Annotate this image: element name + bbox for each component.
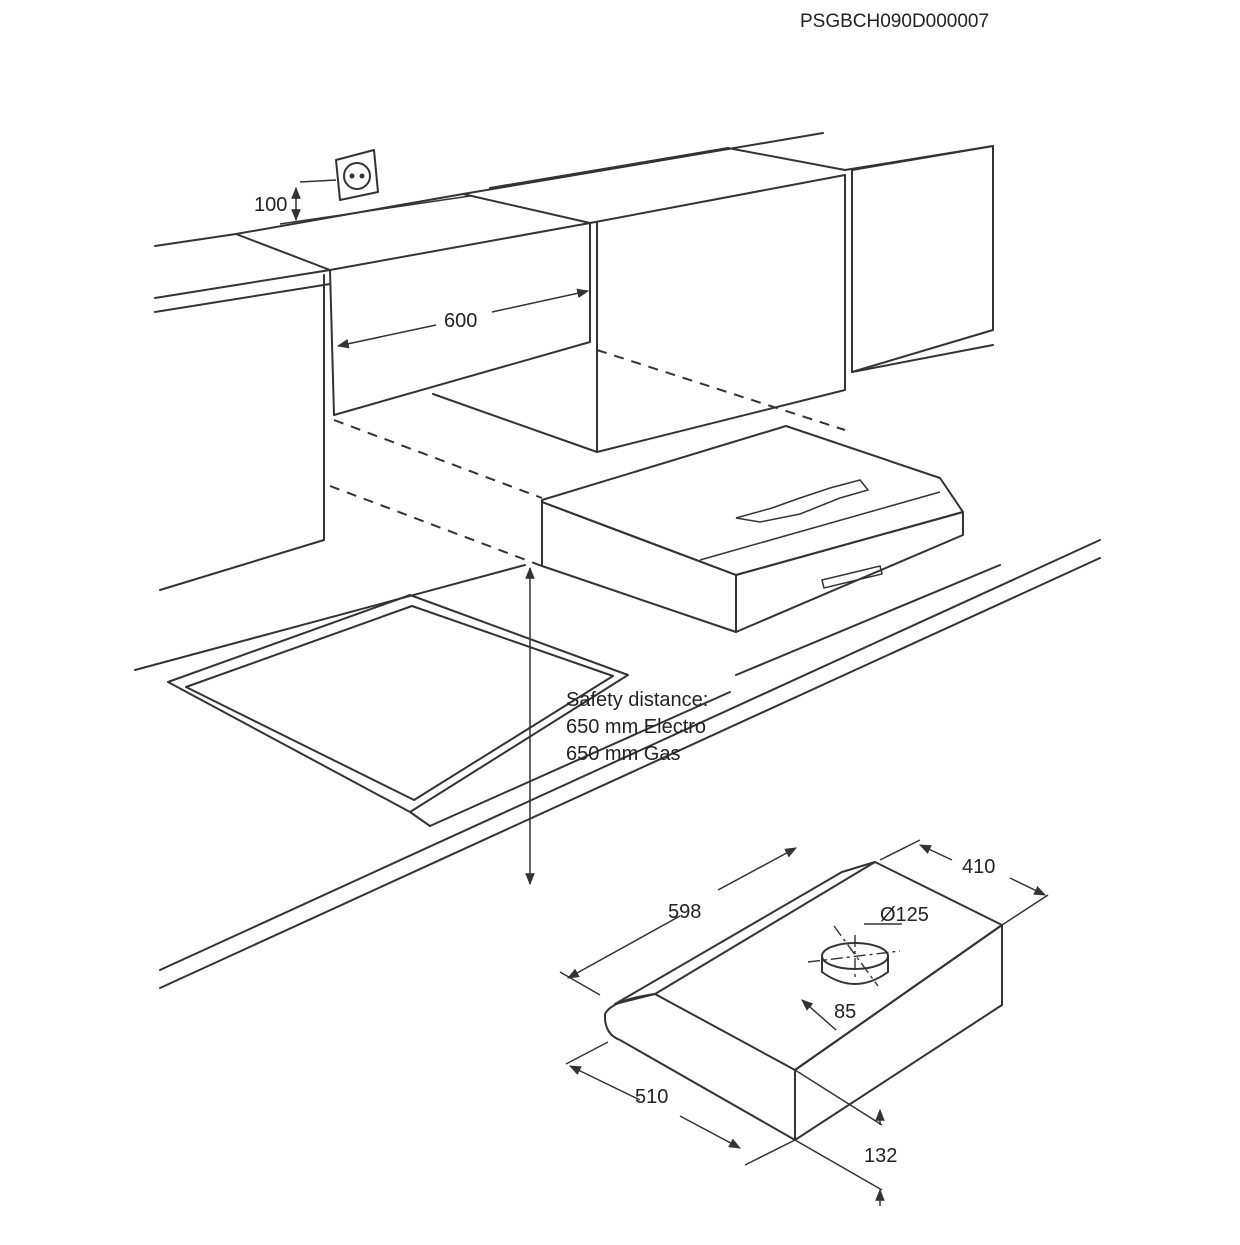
safety-electro-label: 650 mm Electro <box>566 716 706 738</box>
hood-height-label: 132 <box>864 1145 897 1167</box>
document-code: PSGBCH090D000007 <box>800 11 989 32</box>
duct-diameter-label: Ø125 <box>880 904 929 926</box>
wall-socket-icon <box>279 149 471 225</box>
hood-width-label: 598 <box>668 901 701 923</box>
hood-dimension-drawing <box>559 839 1049 1206</box>
hood-depth-label: 410 <box>962 856 995 878</box>
cabinet-width-dimension <box>336 288 590 349</box>
installed-hood <box>541 425 964 633</box>
projection-lines <box>329 349 846 567</box>
cabinet-width-label: 600 <box>444 310 477 332</box>
cooktop-hob <box>167 594 731 827</box>
safety-gas-label: 650 mm Gas <box>566 743 680 765</box>
wall-cabinets <box>154 132 994 591</box>
socket-height-label: 100 <box>254 194 287 216</box>
duct-offset-label: 85 <box>834 1001 856 1023</box>
worktop <box>134 539 1101 989</box>
hood-front-depth-label: 510 <box>635 1086 668 1108</box>
safety-distance-label: Safety distance: <box>566 689 708 711</box>
